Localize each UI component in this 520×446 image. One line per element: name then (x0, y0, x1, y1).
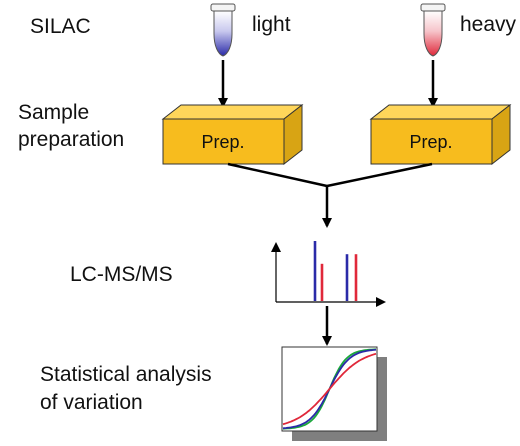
stats-label-line2: of variation (40, 391, 143, 414)
light-tube-body (213, 10, 233, 57)
prep-box-right-label: Prep. (409, 132, 452, 152)
heavy-tube-label: heavy (460, 13, 517, 36)
heavy-tube-body (423, 10, 443, 57)
silac-label: SILAC (30, 15, 91, 38)
prep-box-left-label: Prep. (201, 132, 244, 152)
light-tube-label: light (252, 13, 291, 36)
stats-curves (282, 348, 377, 430)
prep-box-left-front (162, 118, 285, 165)
prep-box-left-top (161, 104, 304, 120)
lcms-label: LC-MS/MS (70, 263, 173, 286)
stats-curve-red (282, 352, 377, 426)
ms-spectrum (271, 241, 386, 307)
merge-line-left (227, 162, 328, 188)
light-tube-cap (210, 3, 236, 12)
stats-plot (281, 346, 387, 441)
heavy-tube (420, 3, 446, 57)
sample-prep-label-line2: preparation (18, 128, 125, 151)
prep-box-right-top (369, 104, 512, 120)
prep-box-right (369, 103, 512, 166)
heavy-tube-cap (420, 3, 446, 12)
stats-label-line1: Statistical analysis (40, 363, 212, 386)
sample-prep-label-line1: Sample (18, 101, 90, 124)
prep-box-left (161, 103, 304, 166)
merge-line-right (326, 162, 433, 188)
light-tube (210, 3, 236, 57)
prep-box-right-front (370, 118, 493, 165)
spectrum-peaks (313, 241, 358, 301)
